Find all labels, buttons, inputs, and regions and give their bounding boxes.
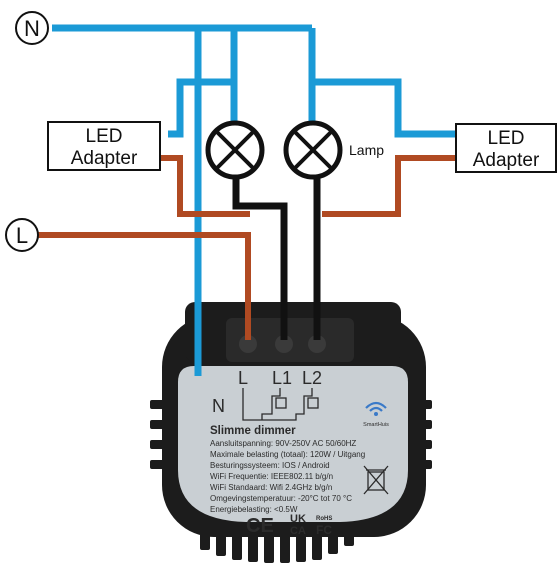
neutral-to-adapter-left (168, 78, 234, 138)
spec-line: Besturingssysteem: IOS / Android (210, 461, 330, 470)
wifi-logo-icon (365, 401, 387, 416)
adapter-left-line1: LED (86, 126, 123, 147)
terminal-label-l: L (238, 368, 248, 388)
spec-line: Maximale belasting (totaal): 120W / Uitg… (210, 450, 365, 459)
switched-wires (232, 174, 321, 340)
adapter-left-return (160, 155, 250, 217)
terminal-label-l2: L2 (302, 368, 322, 388)
led-adapter-left: LED Adapter (47, 121, 161, 171)
lamp-label: Lamp (349, 142, 384, 158)
adapter-left-line2: Adapter (71, 148, 138, 169)
fcc-mark: FC (316, 523, 332, 537)
device-label-contents: L L1 L2 N SmartHuis Slimme dimmer Aanslu… (210, 368, 389, 537)
spec-line: WiFi Frequentie: IEEE802.11 b/g/n (210, 472, 333, 481)
device-label-plate (178, 366, 408, 522)
live-terminal: L (5, 218, 39, 252)
live-terminal-label: L (16, 223, 28, 248)
neutral-terminal-label: N (24, 16, 40, 41)
dimmer-module (150, 302, 432, 563)
spec-line: WiFi Standaard: Wifi 2.4GHz b/g/n (210, 483, 332, 492)
adapter-right-return (322, 155, 456, 217)
neutral-terminal: N (15, 11, 49, 45)
relay-schematic (242, 388, 319, 421)
terminal-label-l1: L1 (272, 368, 292, 388)
ce-mark: CE (246, 515, 274, 537)
live-wires (36, 155, 456, 340)
neutral-to-adapter-right (312, 78, 456, 138)
spec-line: Aansluitspanning: 90V-250V AC 50/60HZ (210, 439, 356, 448)
live-to-module (36, 232, 251, 340)
terminal-label-n: N (212, 396, 225, 416)
device-title: Slimme dimmer (210, 425, 296, 437)
lamp-2-icon (283, 120, 343, 180)
ukca-mark-top: UK (290, 513, 306, 525)
spec-line: Energiebelasting: <0.5W (210, 505, 298, 514)
neutral-wires (52, 24, 456, 376)
l1-to-lamp-1 (232, 174, 288, 340)
lamp-1-icon (205, 120, 265, 180)
ukca-mark-bottom: CA (290, 525, 306, 537)
rohs-mark: RoHS (316, 516, 332, 522)
spec-line: Omgevingstemperatuur: -20°C tot 70 °C (210, 494, 352, 503)
weee-bin-icon (363, 465, 389, 495)
led-adapter-right: LED Adapter (455, 123, 557, 173)
adapter-right-line1: LED (488, 128, 525, 149)
brand-name: SmartHuis (363, 422, 389, 428)
adapter-right-line2: Adapter (473, 150, 540, 171)
